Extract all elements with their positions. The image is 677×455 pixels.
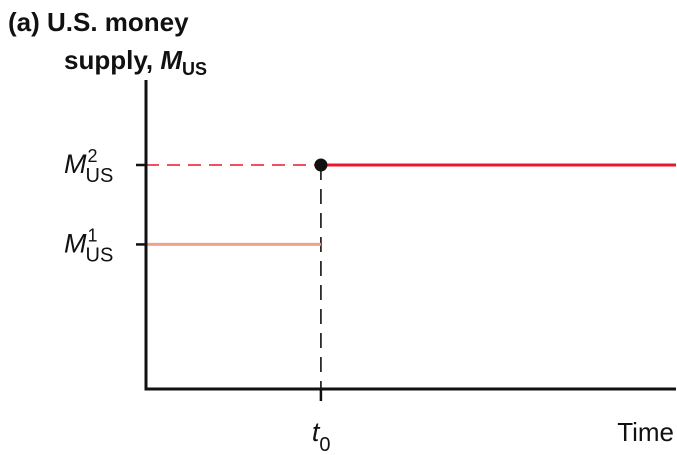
x-tick-label: t0 [312,417,331,455]
x-axis-label: Time [617,417,674,447]
jump-point-marker [314,158,328,172]
guide-lines [146,164,322,389]
title-line-1: (a) U.S. money [8,7,189,37]
title-line-2: supply, MUS [64,45,207,79]
chart-title: (a) U.S. money supply, MUS [8,7,207,79]
axes [144,80,676,391]
data-series [146,158,676,246]
